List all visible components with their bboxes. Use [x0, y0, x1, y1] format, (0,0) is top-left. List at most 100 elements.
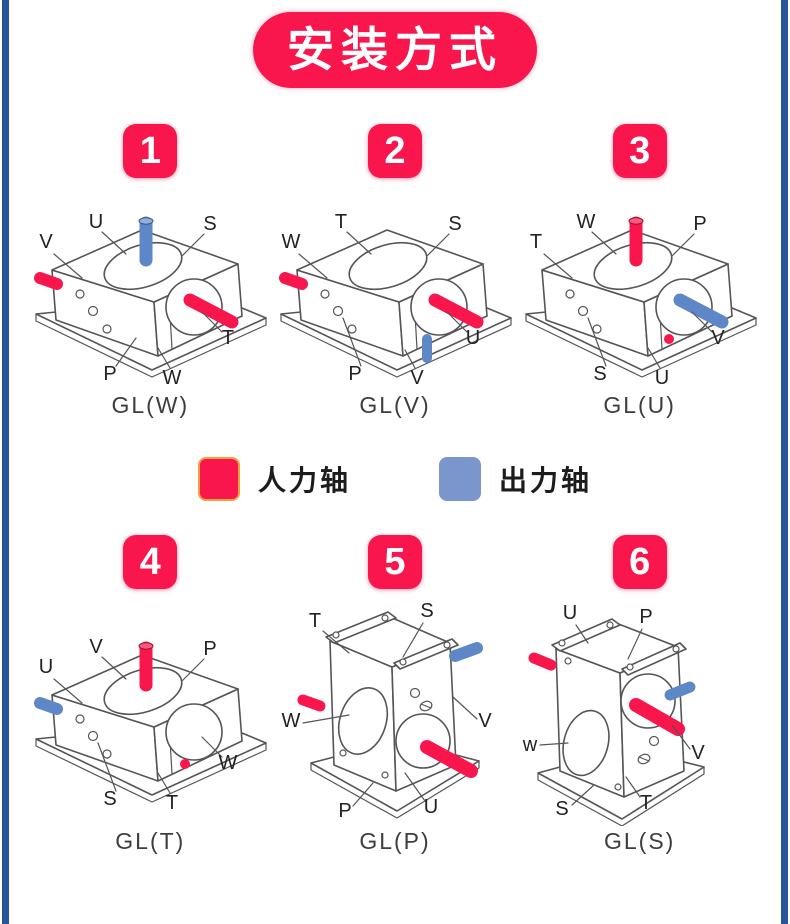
position-label: S [593, 363, 606, 385]
bolt-hole [409, 688, 421, 699]
diagram-row-2: 4 [28, 535, 762, 855]
output-shaft-label: 出力轴 [499, 465, 593, 497]
bolt-hole [102, 324, 112, 334]
position-label: S [420, 601, 433, 622]
bolt-hole [565, 289, 575, 299]
input-shaft [183, 293, 239, 329]
bolt-hole [332, 306, 344, 317]
input-shaft-cap [138, 642, 154, 651]
bolt-hole [102, 749, 112, 759]
base-flange-thickness [35, 738, 267, 803]
position-label: T [335, 211, 347, 233]
position-label: P [348, 363, 361, 385]
top-boss [348, 242, 428, 291]
diagram-caption-4: GL(T) [115, 828, 186, 855]
top-boss [593, 242, 673, 291]
diagram-caption-2: GL(V) [359, 392, 431, 419]
top-flange-bar [325, 611, 397, 645]
bolt-hole [614, 783, 622, 791]
bolt-hole [564, 657, 572, 665]
input-shaft-label: 人力轴 [257, 465, 351, 497]
leader-lines [539, 624, 691, 806]
position-label: T [640, 792, 652, 814]
title-row: 安装方式 [0, 0, 790, 89]
output-shaft-stub [34, 697, 64, 716]
gearbox-diagram-gl-s: U P w V S T [521, 602, 705, 827]
top-flange-bar [620, 642, 687, 677]
base-flange-thickness [35, 313, 267, 378]
position-label: S [448, 213, 461, 235]
gearbox-diagram-gl-p: T S W V P U [282, 601, 493, 822]
input-shaft-stub [297, 694, 326, 712]
position-label: W [282, 710, 301, 732]
bolt-hole [75, 714, 85, 724]
position-label: U [89, 211, 103, 233]
leader-lines [53, 656, 223, 794]
leader-lines [302, 622, 478, 807]
bolt-hole [332, 631, 340, 639]
position-label: S [204, 213, 217, 235]
gearbox-diagram-gl-t: U V P S T W [34, 636, 268, 814]
step-badge-5: 5 [367, 535, 422, 590]
top-boss [103, 242, 183, 291]
bolt-hole [626, 663, 634, 671]
position-label: w [521, 734, 537, 756]
position-label: P [639, 606, 652, 628]
top-flange-bar [550, 618, 621, 653]
position-label: U [654, 367, 668, 389]
side-boss [337, 687, 389, 756]
diagram-cell-4: 4 [28, 535, 273, 855]
side-boss [561, 710, 610, 777]
bolt-hole [672, 645, 680, 653]
step-badge-2: 2 [367, 124, 422, 179]
bolt-hole [592, 324, 602, 334]
position-label: T [222, 327, 234, 349]
position-label: V [40, 231, 54, 253]
position-label: V [711, 327, 725, 349]
position-label: T [309, 610, 321, 632]
diagram-cell-3: 3 T W P S [517, 124, 762, 419]
bolt-hole [88, 306, 99, 317]
position-label: V [691, 742, 705, 764]
position-label: T [530, 231, 542, 253]
page-border-right [781, 0, 788, 924]
output-shaft-cap [138, 217, 154, 226]
diagram-caption-6: GL(S) [603, 828, 676, 855]
position-label: P [693, 213, 706, 235]
legend: 人力轴 出力轴 [0, 453, 790, 505]
gearbox-diagram-gl-v: W T S P V U [278, 211, 512, 389]
diagram-cell-5: 5 [273, 535, 518, 855]
input-shaft-stub [278, 272, 308, 291]
diagram-caption-5: GL(P) [359, 828, 431, 855]
bolt-hole [381, 771, 389, 779]
diagram-row-1: 1 V U S P [28, 124, 762, 419]
position-label: S [104, 788, 117, 810]
bolt-hole [88, 731, 99, 742]
bolt-hole [381, 614, 389, 622]
position-label: W [219, 752, 238, 774]
bolt-hole [648, 736, 659, 747]
bolt-hole [399, 658, 407, 666]
step-badge-4: 4 [123, 535, 178, 590]
step-badge-3: 3 [612, 124, 667, 179]
leader-lines [53, 231, 223, 369]
bolt-hole [558, 639, 566, 647]
input-shaft-stub [34, 272, 64, 291]
legend-input-shaft: 人力轴 [197, 457, 351, 502]
base-flange-thickness [310, 760, 480, 819]
position-label: S [555, 798, 568, 820]
bolt-hole [606, 621, 614, 629]
screw-slot [420, 703, 432, 709]
page-border-left [2, 0, 9, 924]
base-flange-thickness [537, 766, 705, 827]
position-label: T [166, 792, 178, 814]
diagram-caption-3: GL(U) [603, 392, 676, 419]
diagram-cell-2: 2 W T S P V [273, 124, 518, 419]
output-shaft [673, 293, 729, 329]
input-shaft [428, 293, 484, 329]
position-label: V [90, 636, 104, 658]
input-marker-dot [663, 334, 674, 345]
position-label: W [282, 231, 301, 253]
position-label: P [338, 800, 351, 822]
